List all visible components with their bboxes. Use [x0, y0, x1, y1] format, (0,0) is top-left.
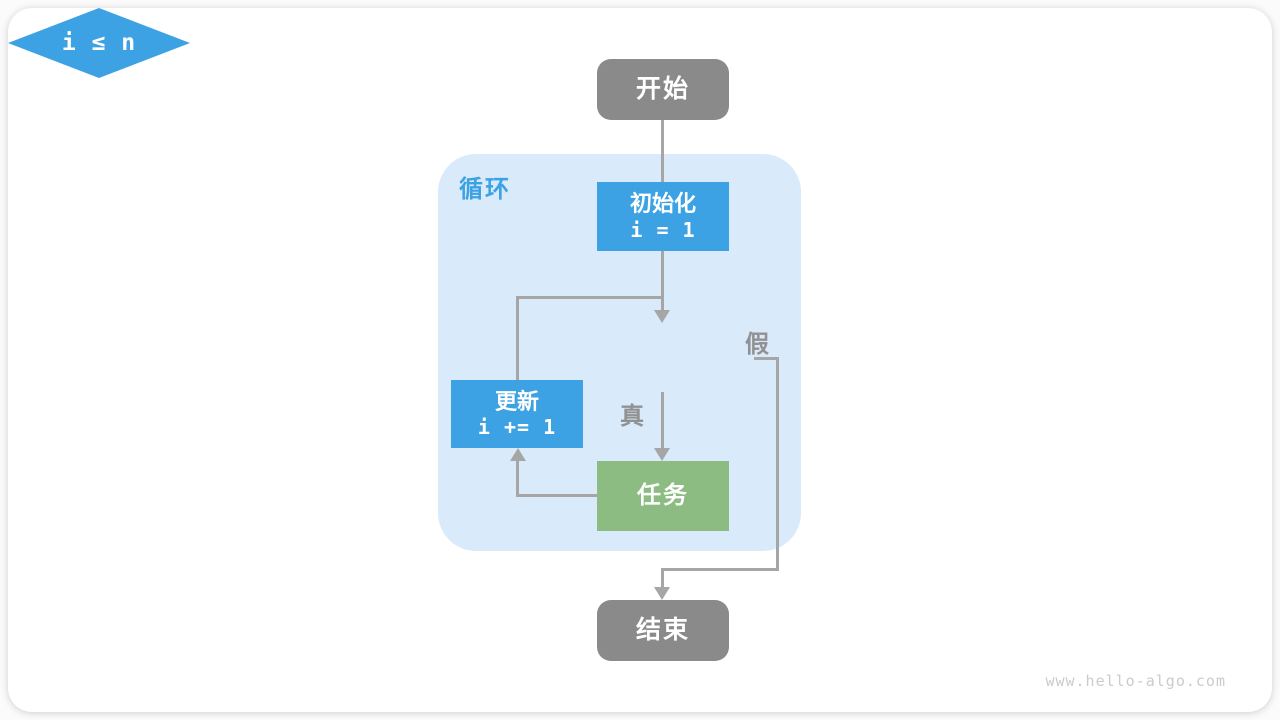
- end-node-label: 结束: [635, 615, 690, 644]
- edge-left-to-update: [516, 458, 519, 497]
- arrowhead-into-update: [510, 448, 526, 461]
- init-node-code: i = 1: [630, 217, 696, 242]
- update-node-code: i += 1: [477, 415, 557, 440]
- task-node: 任务: [597, 461, 729, 531]
- end-node: 结束: [597, 600, 729, 661]
- watermark-text: www.hello-algo.com: [1045, 672, 1226, 690]
- start-node: 开始: [597, 59, 729, 120]
- edge-label-true: 真: [620, 403, 644, 430]
- condition-node: i ≤ n: [8, 8, 190, 78]
- arrowhead-into-task: [654, 448, 670, 461]
- diagram-card: 循环 真 假 开始 初始化 i = 1 i ≤ n: [8, 8, 1272, 712]
- edge-label-false: 假: [745, 331, 769, 358]
- edge-update-to-junction: [516, 298, 519, 381]
- edge-false-bottom: [661, 568, 779, 571]
- init-node-title: 初始化: [629, 191, 696, 217]
- edge-false-down: [776, 357, 779, 571]
- edge-start-to-init: [661, 120, 664, 183]
- init-node: 初始化 i = 1: [597, 182, 729, 251]
- update-node: 更新 i += 1: [451, 380, 583, 448]
- update-node-title: 更新: [494, 388, 539, 414]
- edge-loopback-horizontal: [516, 296, 664, 299]
- edge-into-end: [661, 568, 664, 589]
- start-node-label: 开始: [635, 74, 690, 103]
- loop-label: 循环: [459, 176, 511, 203]
- edge-condition-to-task: [661, 392, 664, 450]
- arrowhead-into-end: [654, 587, 670, 600]
- edge-condition-false-out: [754, 357, 779, 360]
- condition-node-code: i ≤ n: [61, 30, 137, 56]
- task-node-label: 任务: [637, 482, 689, 509]
- arrowhead-into-condition: [654, 310, 670, 323]
- edge-task-to-left: [517, 494, 598, 497]
- edge-init-to-condition: [661, 250, 664, 316]
